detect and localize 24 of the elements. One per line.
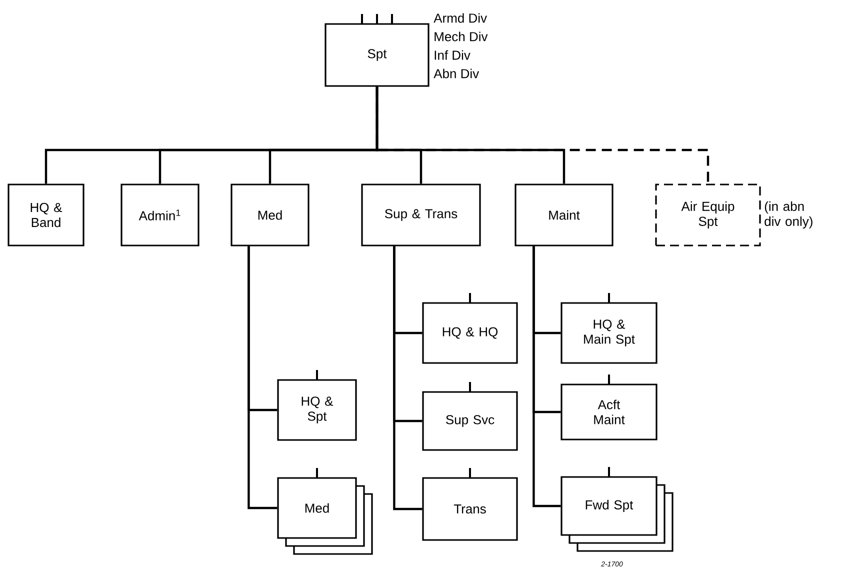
unit-note: (in abn div only) (764, 201, 812, 229)
unit-box: Admin$^{1}$ (120, 184, 200, 246)
connector-line (532, 246, 561, 508)
unit-box: Maint (514, 184, 614, 246)
unit-box: Air Equip Spt (655, 184, 761, 246)
unit-box: Sup Svc (422, 391, 518, 451)
unit-box: Trans (422, 477, 518, 541)
stacked-unit-box: Fwd Spt (560, 476, 674, 552)
connector-line (393, 246, 422, 510)
unit-box: HQ & HQ (422, 302, 518, 364)
unit-box: Sup & Trans (361, 184, 481, 246)
unit-box: HQ & Main Spt (560, 302, 658, 364)
unit-note: Armd Div (434, 13, 487, 23)
unit-note: Inf Div (434, 50, 470, 60)
unit-box: Acft Maint (560, 384, 658, 440)
connector-line (376, 86, 710, 184)
stacked-unit-box: Med (277, 477, 373, 555)
unit-note: Abn Div (434, 68, 480, 78)
unit-note: Mech Div (434, 32, 488, 42)
connector-line (248, 246, 278, 510)
unit-box: Med (230, 184, 310, 246)
unit-box: Spt (324, 23, 430, 87)
unit-box: HQ & Spt (277, 379, 357, 441)
unit-box: HQ & Band (8, 184, 84, 246)
